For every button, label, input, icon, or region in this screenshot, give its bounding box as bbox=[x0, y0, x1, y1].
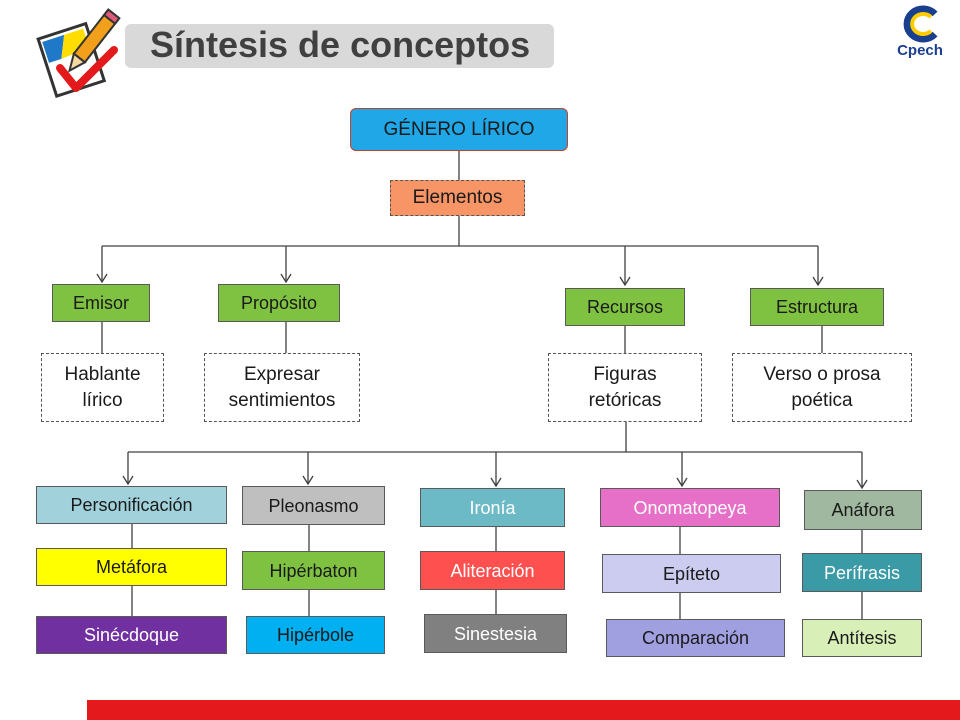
elements-label-node: Elementos bbox=[390, 180, 525, 216]
figure-node-epiteto: Epíteto bbox=[602, 554, 781, 593]
figure-node-pleonasmo: Pleonasmo bbox=[242, 486, 385, 525]
figure-node-sinecdoque: Sinécdoque bbox=[36, 616, 227, 654]
detail-node-emisor: Hablante lírico bbox=[41, 353, 164, 422]
figure-node-aliteracion: Aliteración bbox=[420, 551, 565, 590]
cpech-logo-icon bbox=[903, 5, 938, 43]
arrow-head bbox=[122, 475, 134, 486]
arrow-head bbox=[280, 273, 292, 284]
figure-node-onomatopeya: Onomatopeya bbox=[600, 488, 780, 527]
detail-node-proposito: Expresar sentimientos bbox=[204, 353, 360, 422]
figure-node-perifrasis: Perífrasis bbox=[802, 553, 922, 592]
figure-node-hiperbaton: Hipérbaton bbox=[242, 551, 385, 590]
arrow-head bbox=[619, 276, 631, 287]
root-node: GÉNERO LÍRICO bbox=[350, 108, 568, 151]
arrow-head bbox=[490, 477, 502, 488]
arrow-head bbox=[676, 477, 688, 488]
figure-node-antitesis: Antítesis bbox=[802, 619, 922, 657]
detail-node-recursos: Figuras retóricas bbox=[548, 353, 702, 422]
figure-node-metafora: Metáfora bbox=[36, 548, 227, 586]
page-title: Síntesis de conceptos bbox=[150, 24, 531, 65]
element-node-emisor: Emisor bbox=[52, 284, 150, 322]
figure-node-anafora: Anáfora bbox=[804, 490, 922, 530]
figure-node-personificacion: Personificación bbox=[36, 486, 227, 524]
title-banner bbox=[125, 24, 554, 68]
figure-node-ironia: Ironía bbox=[420, 488, 565, 527]
arrow-head bbox=[302, 475, 314, 486]
cpech-logo-text: Cpech bbox=[897, 42, 943, 59]
figure-node-comparacion: Comparación bbox=[606, 619, 785, 657]
element-node-proposito: Propósito bbox=[218, 284, 340, 322]
figure-node-hiperbole: Hipérbole bbox=[246, 616, 385, 654]
footer-accent-bar bbox=[87, 700, 960, 720]
arrow-head bbox=[812, 276, 824, 287]
arrow-head bbox=[856, 479, 868, 490]
element-node-recursos: Recursos bbox=[565, 288, 685, 326]
element-node-estructura: Estructura bbox=[750, 288, 884, 326]
figure-node-sinestesia: Sinestesia bbox=[424, 614, 567, 653]
arrow-head bbox=[96, 273, 108, 284]
detail-node-estructura: Verso o prosa poética bbox=[732, 353, 912, 422]
pencil-checklist-icon bbox=[36, 8, 121, 98]
